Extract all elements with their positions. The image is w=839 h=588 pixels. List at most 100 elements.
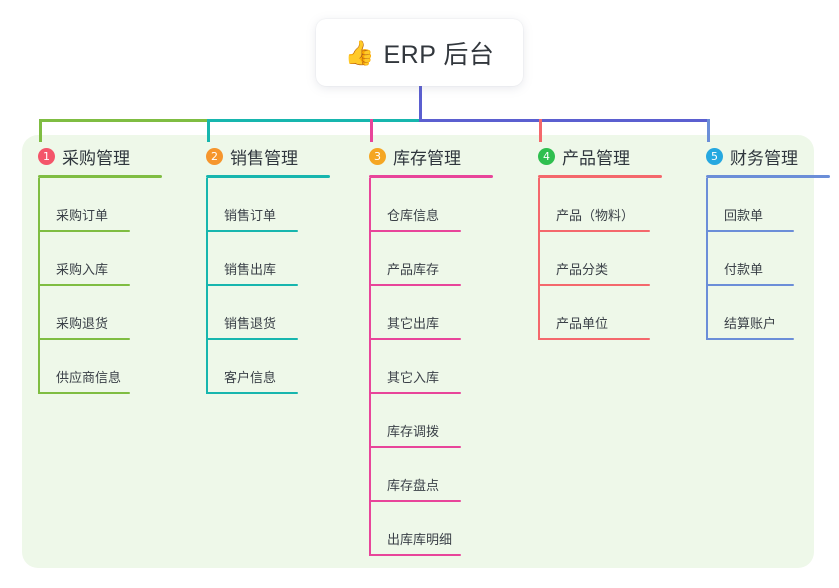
leaf-label: 出库库明细 <box>387 532 453 547</box>
leaf-item[interactable]: 销售出库 <box>206 232 330 286</box>
branch-spine-4 <box>538 178 540 340</box>
leaf-item[interactable]: 采购退货 <box>38 286 162 340</box>
leaf-underline <box>706 338 794 340</box>
branch-title-4: 产品管理 <box>562 148 630 168</box>
branch-items-5: 回款单付款单结算账户 <box>690 178 830 340</box>
root-node[interactable]: 👍 ERP 后台 <box>316 19 523 86</box>
leaf-underline <box>538 284 650 286</box>
branch-column-1: 1 采购管理采购订单采购入库采购退货供应商信息 <box>22 145 162 394</box>
branch-badge-4: 4 <box>538 147 555 165</box>
leaf-label: 其它出库 <box>387 316 440 331</box>
branch-items-4: 产品（物料） 产品分类产品单位 <box>522 178 662 340</box>
connector-root-stem <box>419 86 422 122</box>
leaf-underline <box>369 554 461 556</box>
branch-items-2: 销售订单销售出库销售退货客户信息 <box>190 178 330 394</box>
branch-underline-4 <box>538 175 662 178</box>
leaf-item[interactable]: 供应商信息 <box>38 340 162 394</box>
leaf-underline <box>706 284 794 286</box>
leaf-item[interactable]: 其它出库 <box>369 286 493 340</box>
branch-badge-5: 5 <box>706 147 723 165</box>
connector-drop-2 <box>207 119 210 142</box>
leaf-underline <box>369 446 461 448</box>
branch-underline-1 <box>38 175 162 178</box>
leaf-underline <box>38 338 130 340</box>
connector-bus-left <box>39 119 209 122</box>
leaf-item[interactable]: 出库库明细 <box>369 502 493 556</box>
leaf-underline <box>706 230 794 232</box>
branch-spine-2 <box>206 178 208 394</box>
leaf-label: 回款单 <box>724 208 764 223</box>
connector-drop-3 <box>370 119 373 142</box>
leaf-item[interactable]: 其它入库 <box>369 340 493 394</box>
branch-items-3: 仓库信息产品库存其它出库其它入库库存调拨库存盘点出库库明细 <box>353 178 493 556</box>
leaf-label: 库存调拨 <box>387 424 440 439</box>
branch-items-1: 采购订单采购入库采购退货供应商信息 <box>22 178 162 394</box>
branch-spine-5 <box>706 178 708 340</box>
leaf-item[interactable]: 采购订单 <box>38 178 162 232</box>
leaf-label: 产品单位 <box>556 316 609 331</box>
leaf-label: 其它入库 <box>387 370 440 385</box>
leaf-item[interactable]: 产品分类 <box>538 232 662 286</box>
leaf-label: 供应商信息 <box>56 370 122 385</box>
leaf-underline <box>38 230 130 232</box>
leaf-item[interactable]: 销售退货 <box>206 286 330 340</box>
branch-header-1[interactable]: 1 采购管理 <box>22 145 162 168</box>
leaf-label: 销售订单 <box>224 208 277 223</box>
leaf-underline <box>369 338 461 340</box>
branch-header-4[interactable]: 4 产品管理 <box>522 145 662 168</box>
leaf-item[interactable]: 结算账户 <box>706 286 830 340</box>
leaf-label: 仓库信息 <box>387 208 440 223</box>
branch-column-2: 2 销售管理销售订单销售出库销售退货客户信息 <box>190 145 330 394</box>
leaf-item[interactable]: 产品单位 <box>538 286 662 340</box>
leaf-label: 产品分类 <box>556 262 609 277</box>
branch-underline-2 <box>206 175 330 178</box>
branch-spine-3 <box>369 178 371 556</box>
branch-title-1: 采购管理 <box>62 148 130 168</box>
leaf-item[interactable]: 采购入库 <box>38 232 162 286</box>
leaf-item[interactable]: 回款单 <box>706 178 830 232</box>
leaf-item[interactable]: 库存调拨 <box>369 394 493 448</box>
leaf-item[interactable]: 销售订单 <box>206 178 330 232</box>
leaf-label: 产品（物料） <box>556 208 635 223</box>
branch-header-5[interactable]: 5 财务管理 <box>690 145 830 168</box>
branch-badge-3: 3 <box>369 147 386 165</box>
leaf-underline <box>369 392 461 394</box>
branch-badge-2: 2 <box>206 147 223 165</box>
leaf-item[interactable]: 付款单 <box>706 232 830 286</box>
root-node-title: ERP 后台 <box>383 40 495 69</box>
leaf-label: 库存盘点 <box>387 478 440 493</box>
leaf-underline <box>206 230 298 232</box>
connector-bus-mid <box>207 119 421 122</box>
leaf-label: 产品库存 <box>387 262 440 277</box>
branch-underline-3 <box>369 175 493 178</box>
leaf-item[interactable]: 产品库存 <box>369 232 493 286</box>
leaf-item[interactable]: 客户信息 <box>206 340 330 394</box>
leaf-underline <box>538 230 650 232</box>
connector-drop-4 <box>539 119 542 142</box>
branch-header-2[interactable]: 2 销售管理 <box>190 145 330 168</box>
leaf-underline <box>206 284 298 286</box>
branch-column-4: 4 产品管理产品（物料） 产品分类产品单位 <box>522 145 662 340</box>
leaf-item[interactable]: 产品（物料） <box>538 178 662 232</box>
leaf-underline <box>369 230 461 232</box>
connector-bus-right <box>419 119 710 122</box>
branch-title-2: 销售管理 <box>230 148 298 168</box>
leaf-underline <box>206 338 298 340</box>
leaf-label: 客户信息 <box>224 370 277 385</box>
branches-panel <box>22 135 814 568</box>
branch-column-5: 5 财务管理回款单付款单结算账户 <box>690 145 830 340</box>
leaf-underline <box>369 284 461 286</box>
leaf-label: 结算账户 <box>724 316 777 331</box>
leaf-underline <box>38 284 130 286</box>
branch-title-5: 财务管理 <box>730 148 798 168</box>
leaf-label: 付款单 <box>724 262 764 277</box>
branch-underline-5 <box>706 175 830 178</box>
leaf-item[interactable]: 仓库信息 <box>369 178 493 232</box>
leaf-underline <box>538 338 650 340</box>
thumbs-up-icon: 👍 <box>344 39 375 67</box>
branch-badge-1: 1 <box>38 147 55 165</box>
branch-spine-1 <box>38 178 40 394</box>
leaf-item[interactable]: 库存盘点 <box>369 448 493 502</box>
